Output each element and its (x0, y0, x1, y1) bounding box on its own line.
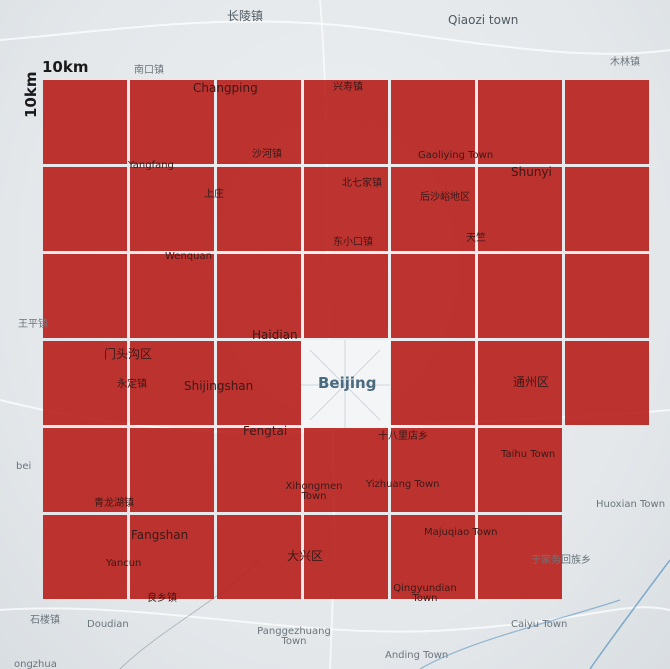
place-label: 十八里店乡 (378, 431, 428, 442)
grid-cell[interactable] (304, 515, 388, 599)
scale-label-vertical: 10km (22, 71, 40, 118)
grid-cell[interactable] (130, 80, 214, 164)
grid-cell[interactable] (43, 515, 127, 599)
grid-cell[interactable] (391, 515, 475, 599)
grid-cell[interactable] (130, 254, 214, 338)
grid-cell[interactable] (217, 341, 301, 425)
place-label: 青龙湖镇 (94, 498, 134, 509)
grid-cell[interactable] (478, 80, 562, 164)
grid-cell[interactable] (130, 341, 214, 425)
grid-cell[interactable] (565, 80, 649, 164)
grid-cell[interactable] (43, 428, 127, 512)
place-label: Gaoliying Town (418, 150, 494, 161)
place-label: Qiaozi town (448, 13, 519, 27)
place-label: Wenquan (165, 251, 212, 262)
place-label: Yizhuang Town (366, 479, 440, 490)
grid-cell[interactable] (217, 80, 301, 164)
place-label: 长陵镇 (227, 9, 264, 23)
place-label: 王平镇 (18, 319, 48, 330)
place-label: 通州区 (513, 375, 550, 389)
place-label: Anding Town (385, 650, 449, 661)
place-label: 东小口镇 (333, 237, 373, 248)
place-label: 石楼镇 (30, 615, 60, 626)
grid-cell[interactable] (43, 341, 127, 425)
grid-cell[interactable] (478, 254, 562, 338)
place-label: ongzhua (14, 659, 57, 669)
place-label: 北七家镇 (342, 178, 382, 189)
place-label: 于家务回族乡 (531, 555, 591, 566)
grid-cell[interactable] (478, 341, 562, 425)
place-label: Haidian (252, 328, 298, 342)
place-label: Caiyu Town (511, 619, 568, 630)
place-label: Fengtai (243, 424, 288, 438)
grid-cell[interactable] (304, 80, 388, 164)
place-label: 良乡镇 (147, 593, 177, 604)
place-label: Yancun (106, 558, 142, 569)
place-label: Shijingshan (184, 379, 254, 393)
place-label: Shunyi (511, 165, 552, 179)
grid-cell[interactable] (304, 254, 388, 338)
place-label: Changping (193, 81, 258, 95)
place-label: 大兴区 (287, 549, 324, 563)
grid-cell[interactable] (130, 428, 214, 512)
grid-cell[interactable] (391, 428, 475, 512)
place-label: 兴寿镇 (333, 82, 363, 93)
place-label: Xihongmen Town (285, 481, 343, 502)
grid-cell[interactable] (43, 254, 127, 338)
grid-cell[interactable] (391, 254, 475, 338)
place-label: 木林镇 (610, 57, 640, 68)
place-label: Panggezhuang Town (257, 626, 331, 647)
place-label: 后沙峪地区 (420, 192, 470, 203)
place-label: Majuqiao Town (424, 527, 498, 538)
grid-cell[interactable] (391, 80, 475, 164)
grid-cell[interactable] (565, 167, 649, 251)
grid-cell[interactable] (478, 167, 562, 251)
grid-cell[interactable] (391, 341, 475, 425)
grid-cell[interactable] (217, 428, 301, 512)
grid-cell[interactable] (217, 254, 301, 338)
grid-cell[interactable] (217, 515, 301, 599)
grid-cell[interactable] (304, 428, 388, 512)
grid-cell[interactable] (304, 167, 388, 251)
grid-cell[interactable] (478, 515, 562, 599)
grid-cell[interactable] (565, 341, 649, 425)
grid-cell[interactable] (478, 428, 562, 512)
place-label: 沙河镇 (252, 149, 282, 160)
grid-cell[interactable] (565, 254, 649, 338)
place-label: Beijing (318, 374, 377, 392)
place-label: bei (16, 461, 32, 472)
place-label: Yangfang (128, 160, 174, 171)
place-label: 上庄 (204, 189, 224, 200)
grid-cell[interactable] (43, 80, 127, 164)
place-label: Taihu Town (501, 449, 556, 460)
place-label: 门头沟区 (104, 347, 153, 361)
place-label: 南口镇 (134, 65, 164, 76)
place-label: Qingyundian Town (393, 583, 457, 604)
place-label: 天竺 (466, 233, 486, 244)
grid-cell[interactable] (391, 167, 475, 251)
place-label: 永定镇 (117, 379, 147, 390)
place-label: Doudian (87, 619, 129, 630)
scale-label-horizontal: 10km (42, 58, 89, 76)
grid-cell[interactable] (217, 167, 301, 251)
grid-cell[interactable] (43, 167, 127, 251)
grid-cell[interactable] (130, 167, 214, 251)
place-label: Fangshan (131, 528, 189, 542)
place-label: Huoxian Town (596, 499, 666, 510)
grid-cell[interactable] (130, 515, 214, 599)
